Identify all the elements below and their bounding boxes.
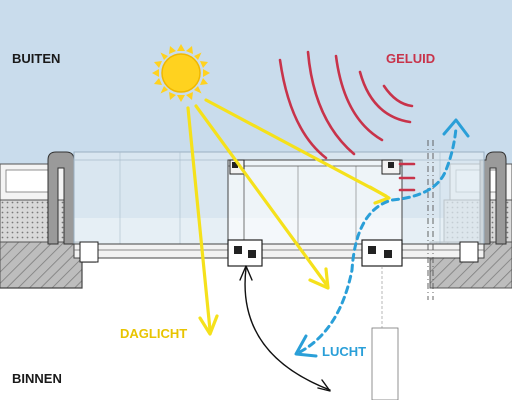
- sound-waves-icon: [278, 50, 416, 192]
- opening-swing-arrow-icon: [239, 265, 331, 392]
- curb-right: [479, 151, 507, 245]
- inner-frame: [73, 239, 485, 267]
- inside-label: BINNEN: [12, 371, 62, 386]
- daylight-label: DAGLICHT: [120, 326, 188, 341]
- air-flow-arrow-icon: [294, 118, 470, 358]
- air-label: LUCHT: [322, 344, 367, 359]
- curb-left: [47, 151, 75, 245]
- sun-icon: [152, 44, 210, 102]
- ventilation-hatch: [227, 159, 403, 245]
- sound-label: GELUID: [386, 51, 436, 66]
- outside-label: BUITEN: [12, 51, 61, 66]
- actuator-post: [371, 266, 399, 400]
- daylight-arrow-icon: [186, 98, 391, 336]
